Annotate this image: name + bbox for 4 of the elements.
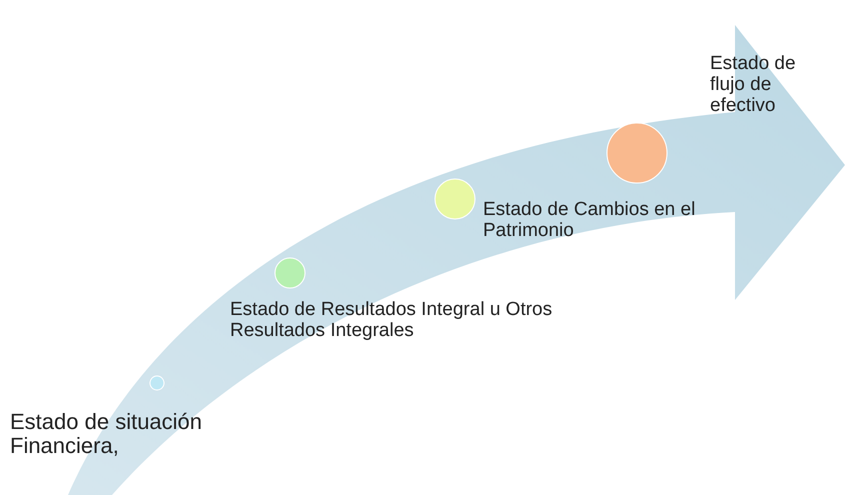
step-label: Estado de flujo de efectivo	[710, 54, 797, 117]
step-label: Estado de Resultados Integral u Otros Resultados Integrales	[230, 300, 554, 342]
step-label: Estado de Cambios en el Patrimonio	[483, 200, 696, 242]
step-label: Estado de situación Financiera,	[10, 410, 204, 458]
